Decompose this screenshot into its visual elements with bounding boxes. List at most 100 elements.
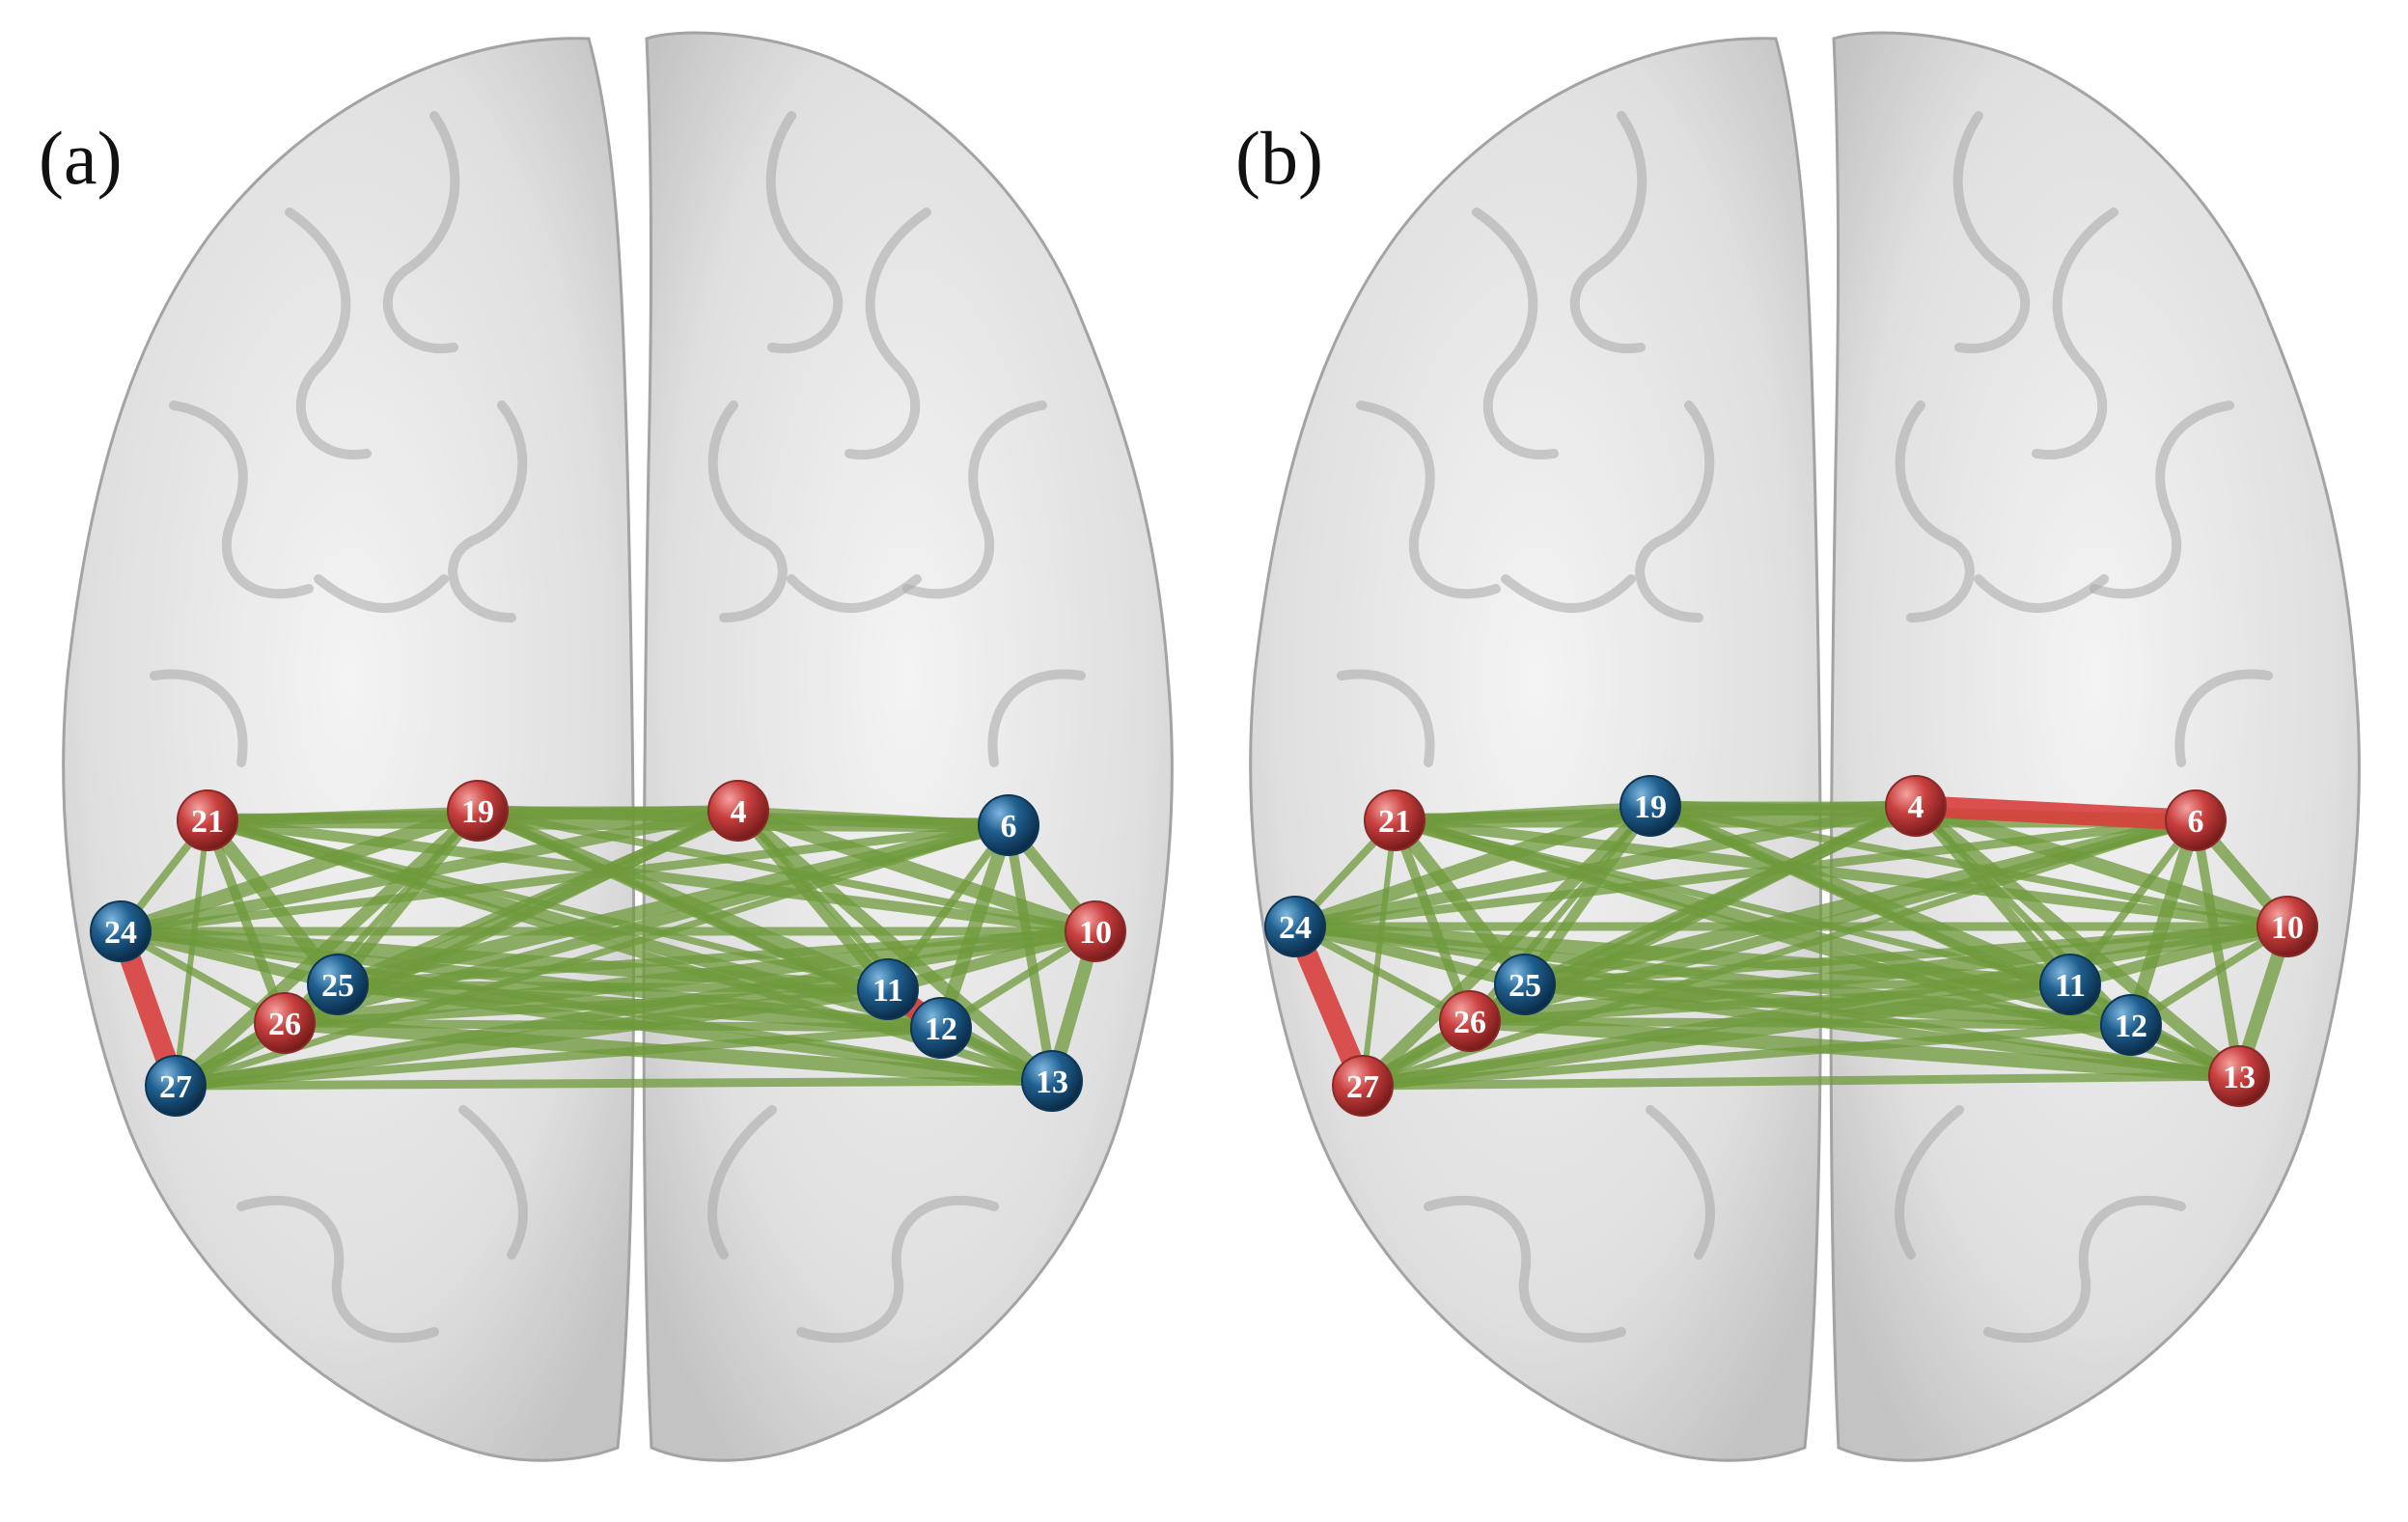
node-21: 21	[177, 789, 238, 851]
edge-6-24	[116, 820, 1013, 936]
edge-24-26	[117, 927, 289, 1027]
node-6: 6	[978, 794, 1039, 856]
brain-gyrus	[902, 401, 1047, 599]
brain-gyrus	[765, 111, 844, 354]
brain-gyrus	[987, 669, 1086, 767]
node-sphere	[1364, 789, 1425, 851]
node-27: 27	[145, 1055, 207, 1117]
edge-4-6	[733, 806, 1013, 830]
edge-26-12	[280, 1018, 946, 1033]
node-sphere	[254, 992, 316, 1054]
node-label: 12	[925, 1011, 957, 1047]
node-label: 11	[872, 973, 903, 1009]
node-label: 13	[2223, 1060, 2256, 1095]
brain-gyrus	[707, 401, 788, 623]
brain-gyrus	[1501, 574, 1636, 613]
network-edges	[1285, 795, 2295, 1096]
node-sphere	[1332, 1055, 1394, 1117]
node-sphere	[447, 780, 509, 842]
node-sphere	[910, 997, 972, 1059]
brain-gyrus	[382, 111, 460, 354]
node-24: 24	[90, 900, 152, 962]
edge-25-12	[1517, 977, 2139, 1033]
node-label: 26	[268, 1007, 301, 1042]
edge-21-26	[203, 816, 290, 1028]
brain-gyrus	[796, 1195, 999, 1343]
node-12: 12	[910, 997, 972, 1059]
node-sphere	[2039, 954, 2101, 1015]
node-sphere	[2256, 896, 2318, 957]
brain-gyrus	[458, 1105, 528, 1259]
node-25: 25	[307, 954, 369, 1015]
panel-label: (b)	[1235, 116, 1323, 200]
node-sphere	[707, 780, 769, 842]
node-sphere	[2100, 994, 2162, 1056]
brain-gyrus	[236, 1195, 439, 1343]
node-10: 10	[1065, 900, 1126, 962]
brain-gyrus	[2090, 401, 2234, 599]
brain-gyrus	[1646, 1105, 1715, 1259]
edge-21-13	[1390, 816, 2244, 1081]
node-label: 27	[159, 1069, 192, 1105]
brain-gyrus	[1472, 208, 1559, 460]
node-sphere	[978, 794, 1039, 856]
brain-gyrus	[169, 401, 314, 599]
node-label: 19	[1634, 789, 1667, 825]
brain-gyrus	[1424, 1195, 1626, 1343]
edge-6-24	[1290, 816, 2200, 931]
edge-27-13	[171, 1076, 1057, 1091]
node-label: 25	[1508, 968, 1541, 1004]
node-13: 13	[1021, 1050, 1083, 1112]
node-11: 11	[857, 958, 919, 1020]
node-sphere	[90, 900, 152, 962]
node-19: 19	[447, 780, 509, 842]
node-sphere	[2208, 1045, 2270, 1107]
node-label: 11	[2055, 968, 2086, 1004]
brain-gyrus	[1952, 111, 2031, 354]
node-26: 26	[1439, 990, 1501, 1052]
node-sphere	[1439, 990, 1501, 1052]
left-hemisphere	[1249, 37, 1823, 1462]
node-11: 11	[2039, 954, 2101, 1015]
panel-label: (a)	[39, 116, 123, 200]
node-label: 10	[2271, 910, 2304, 946]
node-25: 25	[1494, 954, 1556, 1015]
left-hemisphere	[62, 37, 636, 1462]
edge-24-26	[1291, 923, 1474, 1025]
edge-4-10	[731, 803, 1103, 939]
highlight-edge-4-6	[1905, 795, 2206, 831]
node-label: 21	[1378, 804, 1411, 840]
edge-21-13	[203, 816, 1057, 1086]
node-sphere	[1494, 954, 1556, 1015]
node-label: 4	[1908, 789, 1924, 825]
node-sphere	[307, 954, 369, 1015]
node-4: 4	[707, 780, 769, 842]
edge-19-24	[1287, 798, 1658, 934]
brain-gyrus	[2032, 208, 2118, 460]
edge-24-11	[1287, 919, 2078, 992]
node-label: 10	[1079, 915, 1112, 951]
edge-10-26	[277, 924, 1103, 1031]
node-label: 25	[321, 968, 354, 1004]
node-24: 24	[1264, 896, 1326, 957]
edge-6-27	[172, 821, 1012, 1090]
node-sphere	[177, 789, 238, 851]
node-sphere	[1021, 1050, 1083, 1112]
node-sphere	[1065, 900, 1126, 962]
node-label: 4	[731, 794, 747, 830]
brain-gyrus	[1356, 401, 1501, 599]
edge-27-13	[1358, 1071, 2244, 1091]
node-label: 26	[1453, 1005, 1486, 1040]
edge-4-24	[115, 805, 744, 937]
brain-gyrus	[150, 669, 248, 767]
brain-gyrus	[844, 208, 931, 460]
node-label: 21	[191, 804, 224, 840]
brain-gyrus	[448, 401, 528, 623]
network-nodes: 21 19 4 6 24 10 25 11 26 12 27 13	[90, 780, 1126, 1117]
edge-6-12	[934, 818, 1015, 1035]
edge-24-11	[113, 924, 896, 997]
node-27: 27	[1332, 1055, 1394, 1117]
node-sphere	[145, 1055, 207, 1117]
